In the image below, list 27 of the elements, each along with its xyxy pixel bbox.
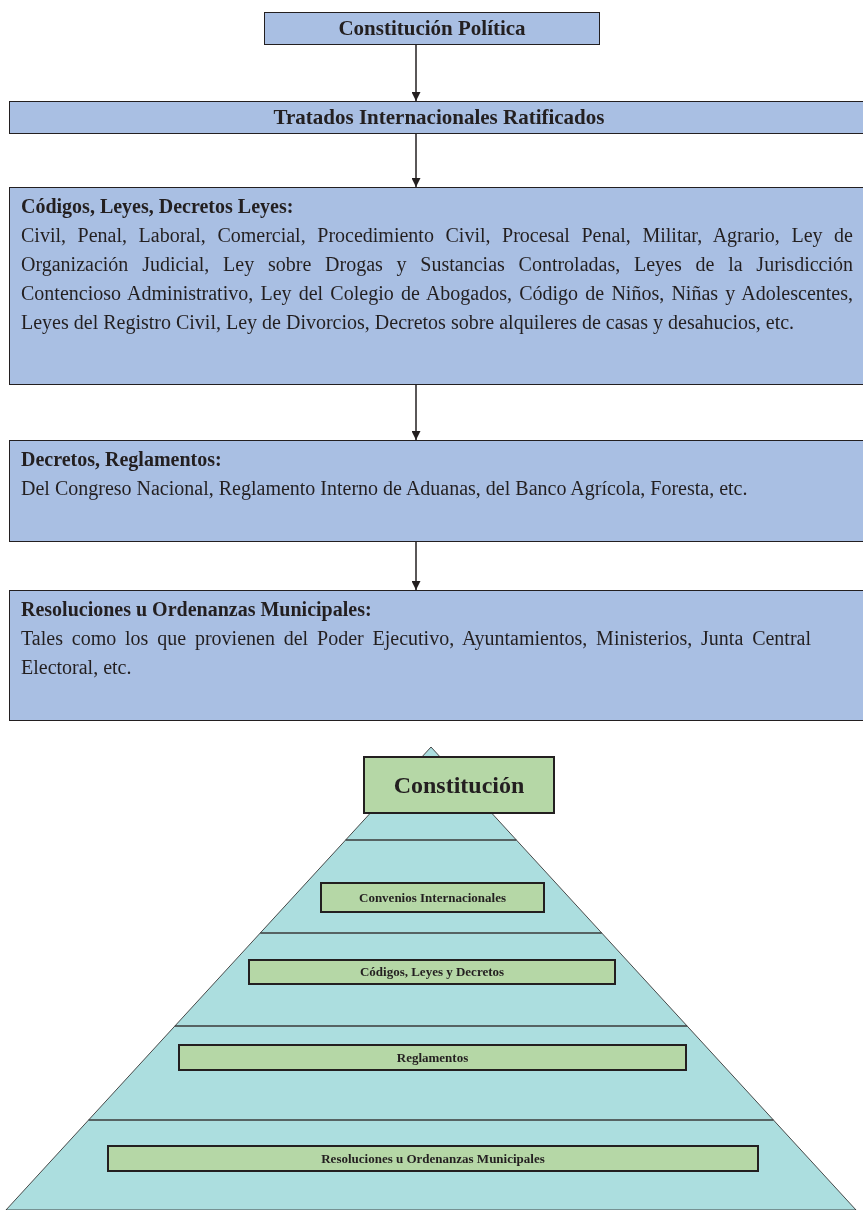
hierarchy-box <box>264 12 600 45</box>
arrow <box>411 541 421 591</box>
hierarchy-box <box>9 187 863 385</box>
box-heading: Resoluciones u Ordenanzas Municipales: <box>21 597 373 623</box>
box-heading: Constitución Política <box>338 15 526 42</box>
box-description: Tales como los que provienen del Poder Ejecutivo, Ayuntamientos, Ministerios, Junta Central Electoral, etc. <box>21 626 811 680</box>
box-heading: Códigos, Leyes, Decretos Leyes: <box>21 194 295 220</box>
level-label: Constitución <box>393 771 525 799</box>
arrow <box>411 44 421 102</box>
level-label: Resoluciones u Ordenanzas Municipales <box>321 1150 545 1167</box>
pyramid-level-box <box>107 1145 759 1172</box>
arrow <box>411 133 421 188</box>
box-heading: Decretos, Reglamentos: <box>21 447 223 473</box>
box-heading: Tratados Internacionales Ratificados <box>273 104 605 131</box>
level-label: Reglamentos <box>396 1049 469 1066</box>
hierarchy-box <box>9 440 863 542</box>
pyramid-level-box <box>178 1044 687 1071</box>
hierarchy-box <box>9 590 863 721</box>
pyramid-level-box <box>320 882 545 913</box>
box-description: Civil, Penal, Laboral, Comercial, Procedimiento Civil, Procesal Penal, Militar, Agrario, Ley de Organización Judicial, Ley sobre Drogas y Sustancias Controladas, Leyes de la Jurisdicción Contencioso Administrativo, Ley del Colegio de Abogados, Código de Niños, Niñas y Adolescentes, Leyes del Registro Civil, Ley de Divorcios, Decretos sobre alquileres de casas y desahucios, etc. <box>21 223 853 336</box>
level-label: Códigos, Leyes y Decretos <box>359 964 505 980</box>
level-label: Convenios Internacionales <box>359 889 506 906</box>
hierarchy-box <box>9 101 863 134</box>
pyramid-level-box <box>248 959 616 985</box>
box-description: Del Congreso Nacional, Reglamento Interno de Aduanas, del Banco Agrícola, Foresta, etc. <box>21 476 749 502</box>
arrow <box>411 384 421 441</box>
pyramid-level-box <box>363 756 555 814</box>
